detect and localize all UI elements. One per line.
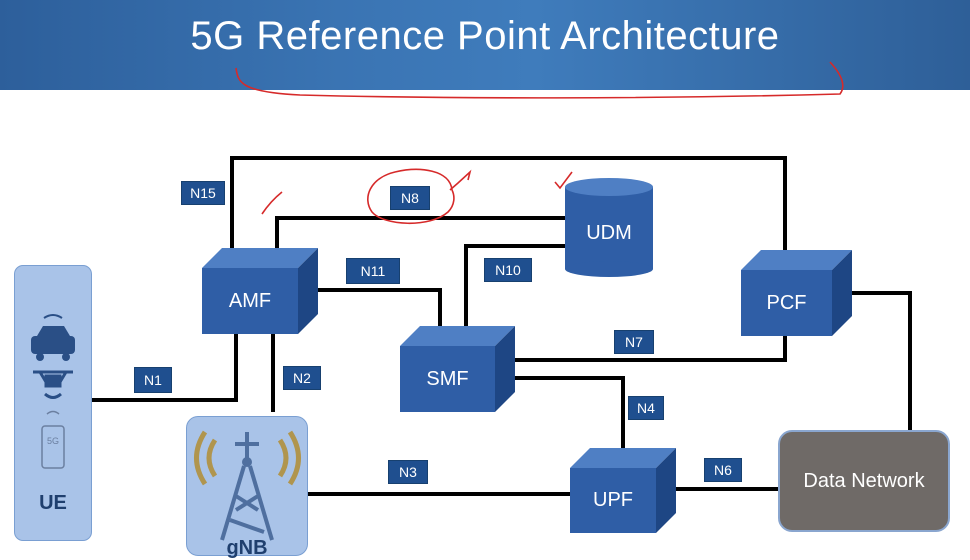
check-mark-amf xyxy=(261,191,283,215)
interface-label-n4: N4 xyxy=(628,396,664,420)
amf-node xyxy=(202,248,318,334)
line-n8 xyxy=(275,216,568,250)
title-underline-annotation xyxy=(235,61,844,99)
n8-circle-annotation xyxy=(367,168,455,225)
data-network-node xyxy=(778,430,950,532)
interface-label-n7: N7 xyxy=(614,330,654,354)
connection-lines xyxy=(92,156,912,496)
check-mark-n8 xyxy=(449,169,472,191)
check-mark-udm xyxy=(554,171,573,190)
pcf-node xyxy=(741,250,852,336)
line-n15 xyxy=(230,156,787,250)
udm-node xyxy=(565,178,653,277)
interface-label-n8: N8 xyxy=(390,186,430,210)
page-title: 5G Reference Point Architecture xyxy=(190,14,780,58)
ue-label: UE xyxy=(39,492,67,514)
smf-label: SMF xyxy=(426,368,469,390)
interface-label-n3: N3 xyxy=(388,460,428,484)
interface-label-n11: N11 xyxy=(346,258,400,284)
line-pcf-dn xyxy=(852,291,912,430)
phone-5g-icon: 5G xyxy=(41,410,65,469)
pcf-label: PCF xyxy=(766,292,807,314)
svg-text:5G: 5G xyxy=(47,436,59,446)
line-n1 xyxy=(92,334,238,402)
udm-label: UDM xyxy=(586,222,632,244)
upf-node xyxy=(570,448,676,533)
interface-label-n2: N2 xyxy=(283,366,321,390)
upf-label: UPF xyxy=(593,489,633,511)
data-network-label: Data Network xyxy=(803,470,925,492)
interface-label-n10: N10 xyxy=(484,258,532,282)
line-n4 xyxy=(515,376,625,448)
smf-node xyxy=(400,326,515,412)
interface-label-n1: N1 xyxy=(134,367,172,393)
interface-label-n6: N6 xyxy=(704,458,742,482)
drone-icon xyxy=(33,370,73,399)
annotations xyxy=(261,168,573,225)
gnb-label: gNB xyxy=(226,537,268,559)
title-banner xyxy=(0,0,970,90)
line-n7 xyxy=(515,334,787,362)
interface-label-n15: N15 xyxy=(181,181,225,205)
amf-label: AMF xyxy=(228,290,272,312)
line-n10 xyxy=(464,244,568,326)
car-icon xyxy=(31,314,75,361)
line-n11 xyxy=(312,288,442,326)
antenna-tower-icon xyxy=(194,430,301,541)
